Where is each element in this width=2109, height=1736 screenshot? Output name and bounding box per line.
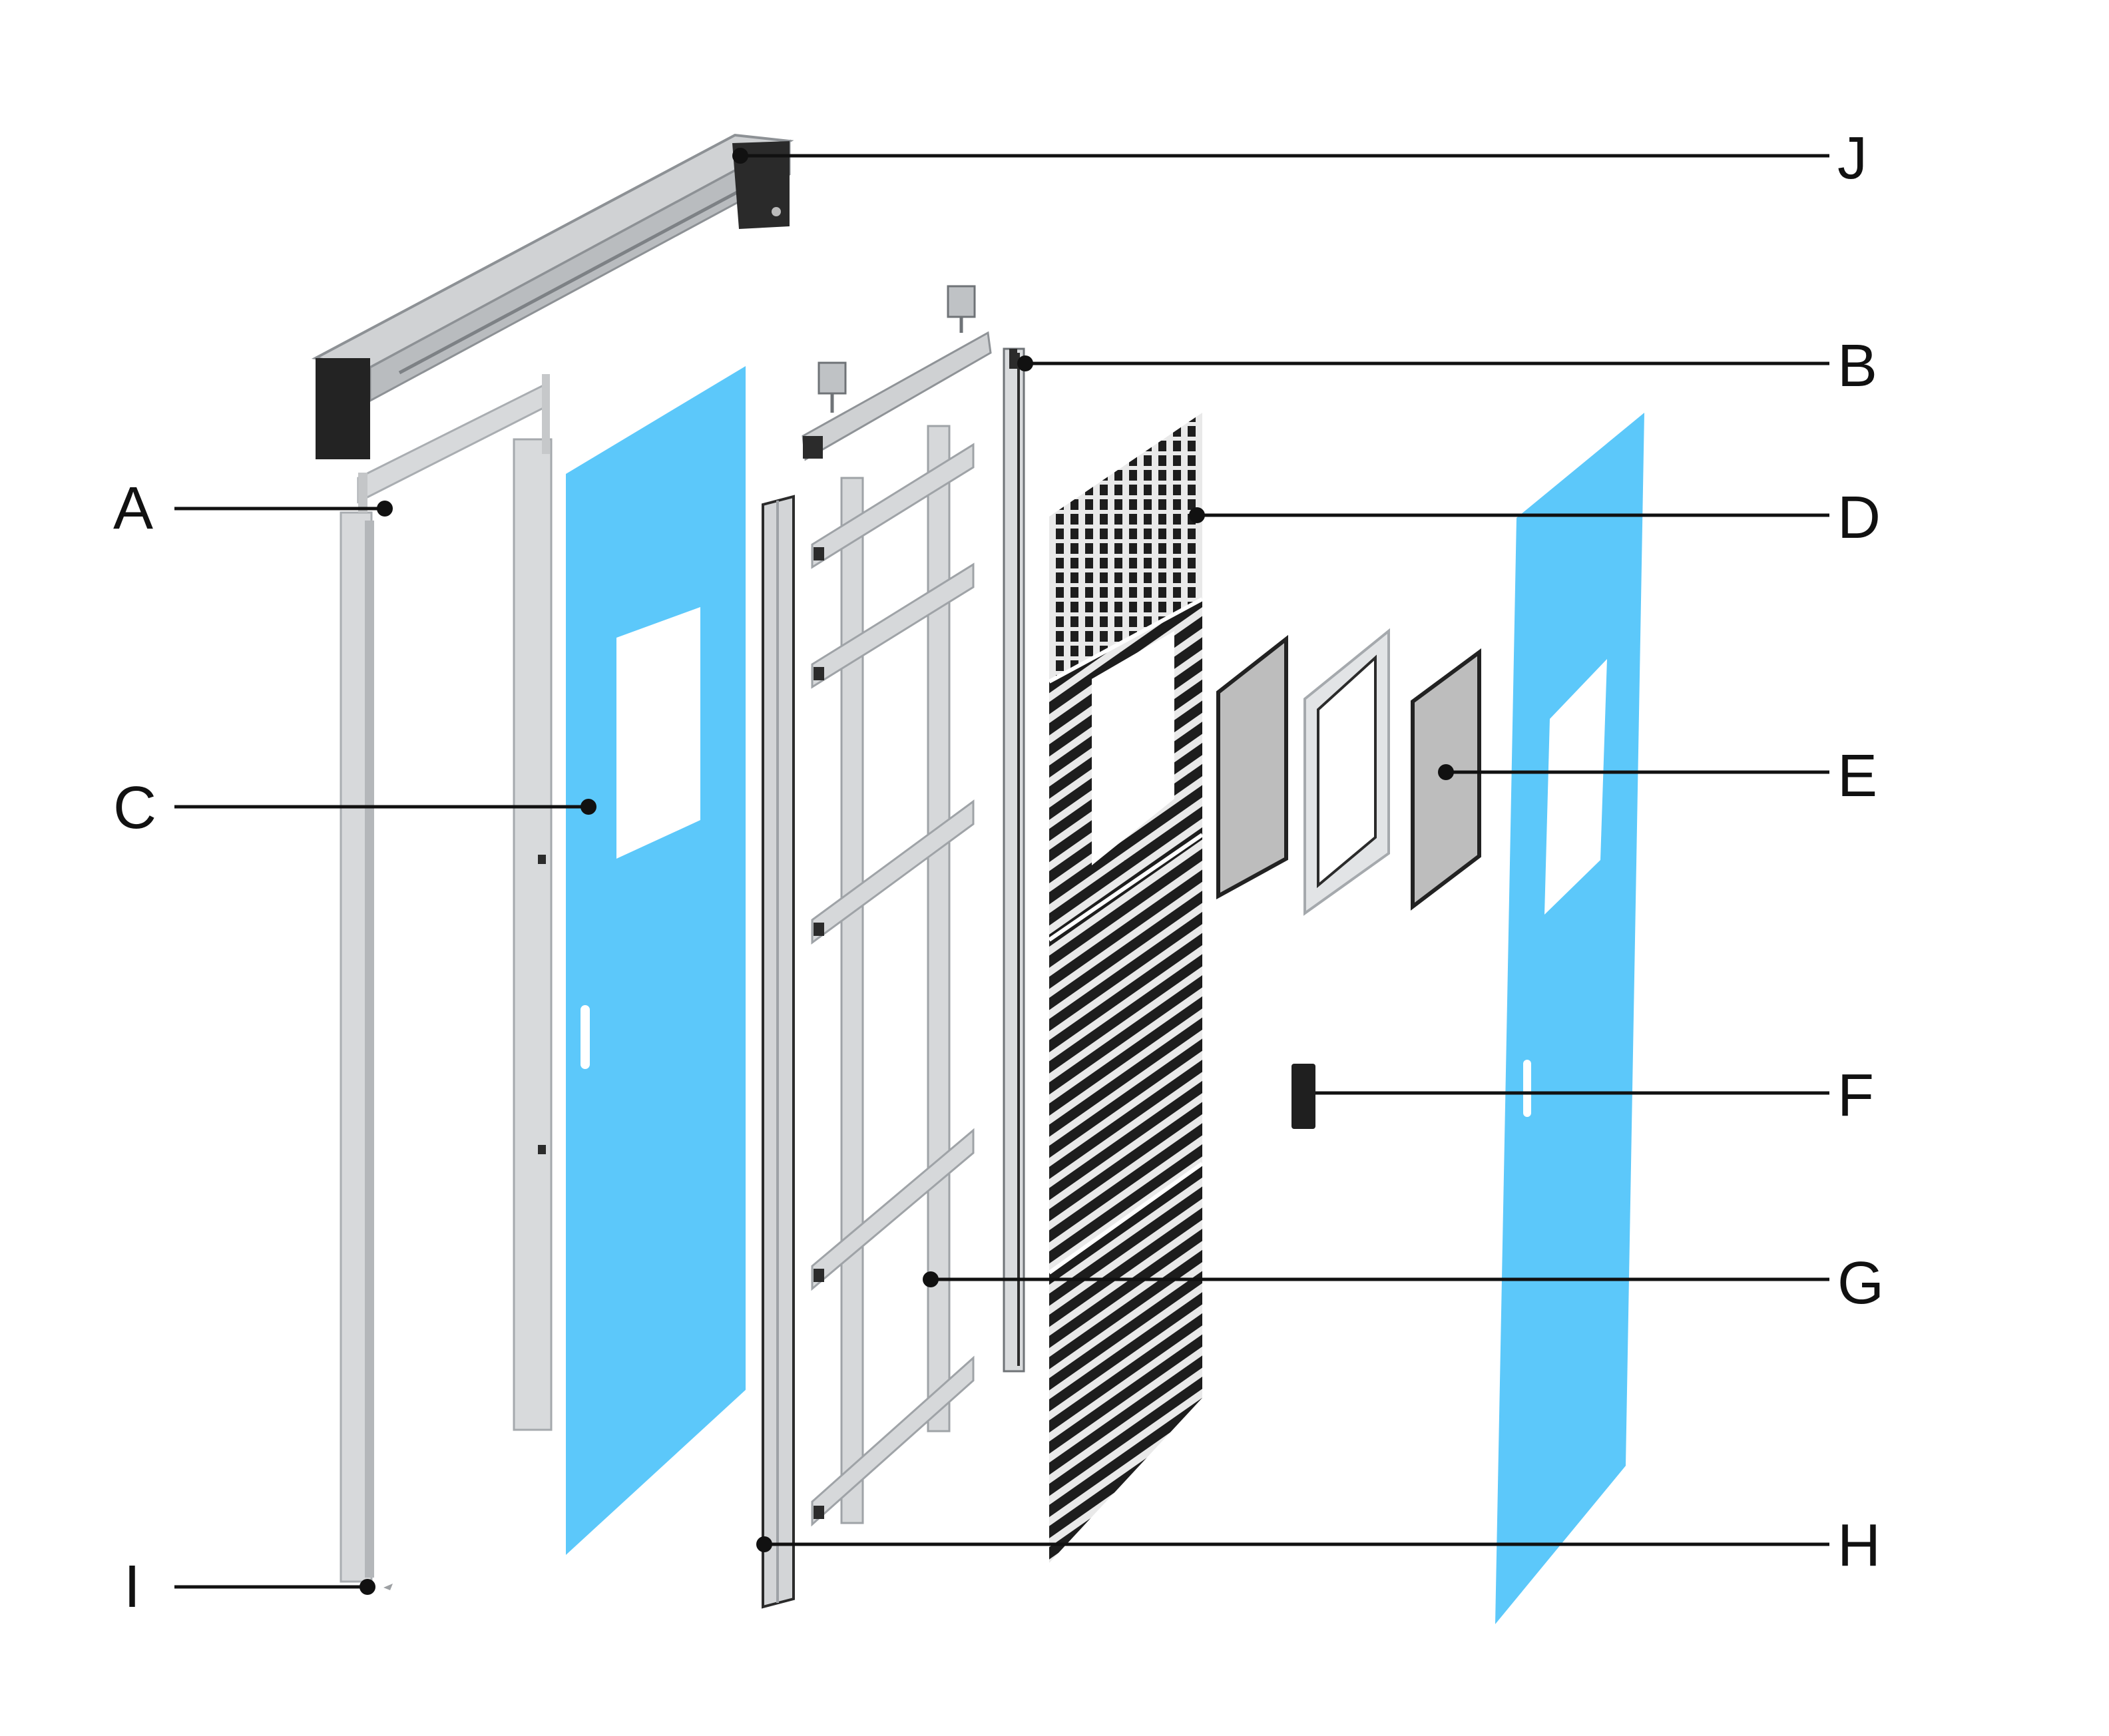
label-g: G [1837, 1250, 1884, 1317]
door-stile [513, 374, 553, 1431]
callout-h: H [756, 1512, 1881, 1579]
callout-g: G [923, 1250, 1884, 1317]
label-a: A [113, 475, 153, 542]
honeycomb-core [1048, 413, 1204, 1563]
internal-frame-ladder [811, 425, 975, 1527]
side-edge-profile [762, 495, 795, 1609]
track-housing [311, 133, 794, 459]
callout-b: B [1017, 333, 1877, 399]
callout-c: C [113, 775, 596, 841]
callout-d: D [1189, 485, 1881, 551]
label-c: C [113, 775, 156, 841]
callout-i: I [124, 1554, 375, 1620]
label-e: E [1837, 743, 1877, 809]
label-f: F [1837, 1062, 1874, 1129]
front-panel [566, 366, 746, 1555]
label-j: J [1837, 125, 1867, 192]
handle [1291, 1064, 1315, 1129]
label-b: B [1837, 333, 1877, 399]
door-frame [340, 383, 546, 1590]
label-d: D [1837, 485, 1881, 551]
callout-f: F [1315, 1062, 1874, 1129]
inner-edge-profile [1003, 347, 1025, 1373]
callout-j: J [732, 125, 1867, 192]
top-clips [802, 285, 992, 461]
label-h: H [1837, 1512, 1881, 1579]
label-i: I [124, 1554, 140, 1620]
callout-e: E [1438, 743, 1877, 809]
back-panel [1495, 413, 1644, 1624]
callout-a: A [113, 475, 393, 542]
